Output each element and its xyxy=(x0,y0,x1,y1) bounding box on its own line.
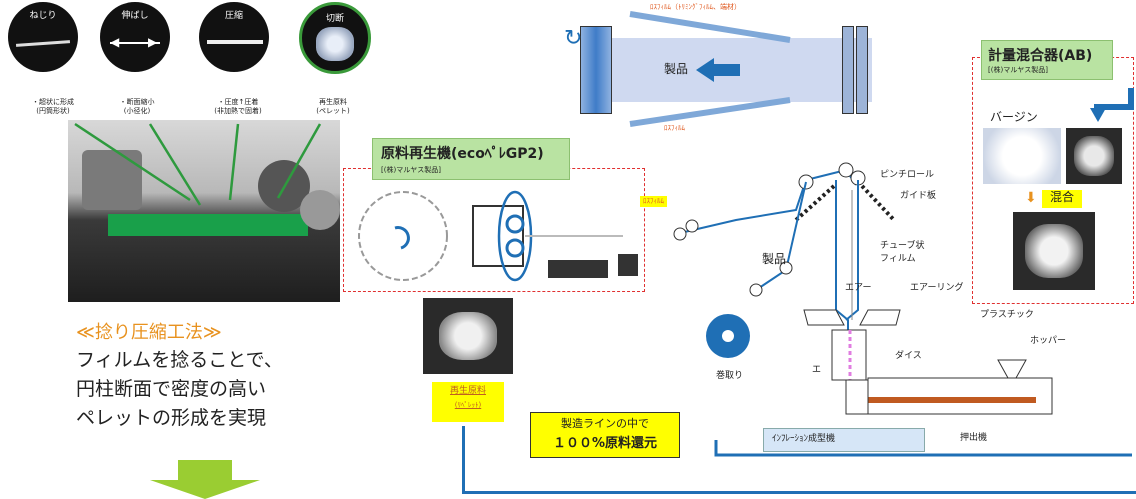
extruder-label: 押出機 xyxy=(960,433,988,443)
step-compress-title: 圧縮 xyxy=(224,11,243,21)
recycled-label-2: (ﾘﾍﾟﾚｯﾄ) xyxy=(454,401,482,409)
inflation-label: ｲﾝﾌﾚｰｼｮﾝ成型機 xyxy=(772,434,836,444)
hopper-label: ホッパー xyxy=(1030,336,1067,346)
air-ring-label: エアーリング xyxy=(910,283,964,293)
mix-label-box: 混合 xyxy=(1042,190,1082,208)
step-cut-title: 切断 xyxy=(325,14,344,24)
callout-box: 製造ラインの中で １００%原料還元 xyxy=(530,412,680,458)
mix-down-arrow-icon: ⬇ xyxy=(1025,190,1037,206)
tube-film-label: チューブ状 フィルム xyxy=(880,241,925,264)
air-left-label: エ xyxy=(812,365,822,375)
pinch-roll-label: ピンチロール xyxy=(880,170,935,180)
loss-film-arrows xyxy=(629,11,791,127)
method-line-1: フィルムを捻ることで、 xyxy=(76,349,283,371)
step-compress-desc: ・圧度↑圧着 (非加熱で固着) xyxy=(214,98,262,115)
inflation-label-box: ｲﾝﾌﾚｰｼｮﾝ成型機 xyxy=(763,428,925,452)
step-twist-desc: ・超状に形成 (円筒形状) xyxy=(32,98,74,115)
step-stretch-image: 伸ばし ◀ ▶ xyxy=(100,2,170,72)
step-stretch-desc: ・断面縮小 (小径化) xyxy=(119,98,155,115)
mixed-pellet-photo-small xyxy=(1066,128,1122,184)
right-roller-2 xyxy=(856,26,868,114)
product-label-line: 製品 xyxy=(762,252,787,266)
mixer-title: 計量混合器(AB) xyxy=(988,48,1093,64)
rotation-arrow-icon: ↻ xyxy=(564,26,583,51)
inflation-line-drawing xyxy=(673,162,1132,457)
machine-panel: ねじり 伸ばし ◀ ▶ 圧縮 切断 ・超状に形成 (円筒形状) ・断面縮小 (小… xyxy=(0,0,371,499)
callout-line-2: １００%原料還元 xyxy=(552,436,658,451)
mix-label: 混合 xyxy=(1049,190,1074,204)
loss-film-top-label: ﾛｽﾌｨﾙﾑ（ﾄﾘﾐﾝｸﾞﾌｨﾙﾑ、端材） xyxy=(650,3,741,11)
step-cut-image: 切断 xyxy=(299,2,371,74)
mixer-maker: [(株)マルヤス製品] xyxy=(988,66,1048,74)
product-arrow-icon xyxy=(696,58,714,82)
virgin-pellet-photo xyxy=(983,128,1061,184)
plastic-label: プラスチック xyxy=(980,310,1034,320)
mixed-pellet-photo xyxy=(1013,212,1095,290)
mixer-arrow-icon xyxy=(1090,88,1134,132)
regenerator-drawing xyxy=(358,190,638,282)
method-line-2: 円柱断面で密度の高い xyxy=(76,378,267,400)
step-twist-image: ねじり xyxy=(8,2,78,72)
regenerator-maker: [(株)マルヤス製品] xyxy=(381,166,441,174)
regenerator-title: 原料再生機(ecoﾍﾟﾚGP2) xyxy=(381,146,544,162)
air-label: エアー xyxy=(845,283,872,293)
step-cut-desc: 再生原料 (ペレット) xyxy=(316,98,350,115)
loss-film-bottom-label: ﾛｽﾌｨﾙﾑ xyxy=(664,124,685,132)
method-title: ≪捻り圧縮工法≫ xyxy=(76,322,222,343)
right-roller-1 xyxy=(842,26,854,114)
method-line-3: ペレットの形成を実現 xyxy=(76,407,267,429)
step-stretch-title: 伸ばし xyxy=(121,11,149,21)
pointer-lines xyxy=(74,122,322,206)
die-label: ダイス xyxy=(895,351,922,361)
loss-film-label-regen: ﾛｽﾌｨﾙﾑ xyxy=(640,196,667,207)
step-twist-title: ねじり xyxy=(29,11,57,21)
return-line xyxy=(462,426,465,494)
mixer-title-box: 計量混合器(AB) [(株)マルヤス製品] xyxy=(981,40,1113,80)
recycled-label-box: 再生原料 (ﾘﾍﾟﾚｯﾄ) xyxy=(432,382,504,422)
product-label-top: 製品 xyxy=(664,62,689,76)
guide-plate-label: ガイド板 xyxy=(900,191,937,201)
virgin-label: バージン xyxy=(990,110,1038,124)
recycled-pellet-photo xyxy=(423,298,513,374)
callout-line-1: 製造ラインの中で xyxy=(561,417,649,430)
down-arrow-icon xyxy=(150,460,260,499)
step-compress-image: 圧縮 xyxy=(199,2,269,72)
left-roller xyxy=(580,26,612,114)
top-film-diagram: ↻ 製品 xyxy=(560,0,890,140)
regenerator-title-box: 原料再生機(ecoﾍﾟﾚGP2) [(株)マルヤス製品] xyxy=(372,138,570,180)
recycled-label-1: 再生原料 xyxy=(449,386,486,396)
winding-label: 巻取り xyxy=(716,371,744,381)
